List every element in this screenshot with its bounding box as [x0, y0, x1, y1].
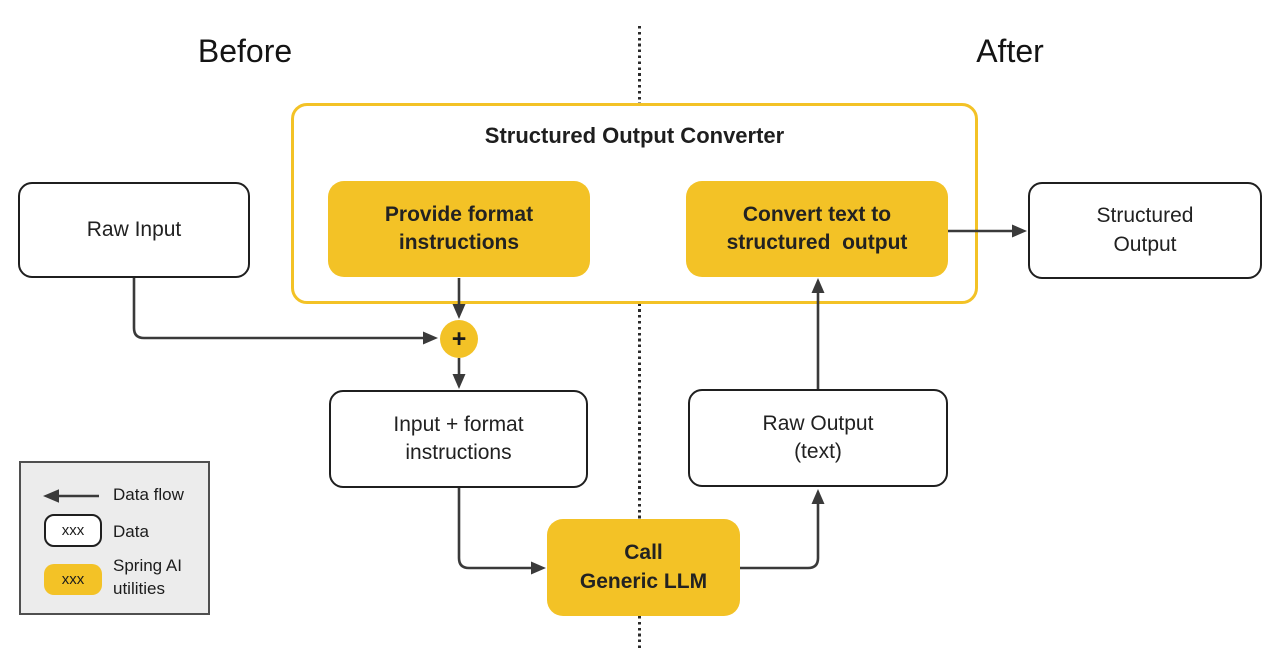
legend-label-data: Data — [113, 522, 149, 541]
arrow-call-llm-to-raw-output — [740, 503, 820, 570]
before-after-divider-line — [638, 26, 641, 648]
legend-label-data-flow: Data flow — [113, 485, 184, 504]
legend-label-spring-ai-utilities: Spring AI utilities — [113, 556, 182, 598]
legend: Data flow xxx Data xxx Spring AI utiliti… — [19, 461, 210, 615]
legend-data-box-icon: xxx — [44, 514, 102, 547]
node-provide-format-instructions: Provide format instructions — [328, 181, 590, 277]
node-call-generic-llm: Call Generic LLM — [547, 519, 740, 616]
node-raw-input: Raw Input — [18, 182, 250, 278]
before-label: Before — [197, 33, 293, 69]
node-structured-output: Structured Output — [1028, 182, 1262, 279]
legend-utility-box-icon: xxx — [44, 564, 102, 595]
node-raw-output-text: Raw Output (text) — [688, 389, 948, 487]
after-label: After — [976, 33, 1044, 69]
node-convert-text-to-structured-output: Convert text to structured output — [686, 181, 948, 277]
group-title: Structured Output Converter — [484, 123, 785, 148]
arrow-input-format-to-call-llm — [457, 488, 532, 570]
plus-junction-icon: + — [440, 320, 478, 358]
data-flow-arrow-icon — [43, 489, 99, 503]
node-input-plus-format-instructions: Input + format instructions — [329, 390, 588, 488]
